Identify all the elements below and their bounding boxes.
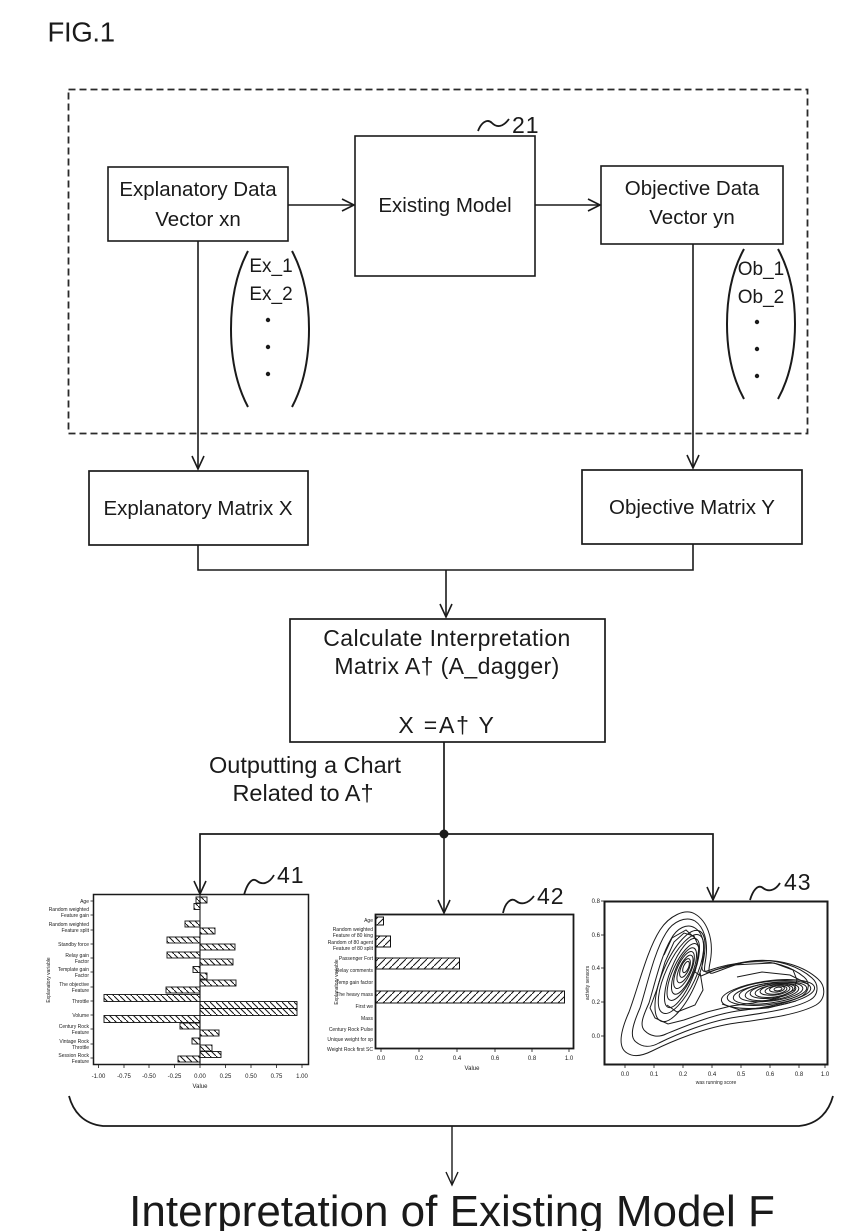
svg-text:0.0: 0.0 xyxy=(621,1072,630,1078)
svg-text:-1.00: -1.00 xyxy=(92,1074,106,1080)
svg-text:Throttle: Throttle xyxy=(72,999,89,1005)
svg-text:Weight Rock first SC: Weight Rock first SC xyxy=(327,1047,373,1053)
svg-text:0.6: 0.6 xyxy=(766,1072,775,1078)
svg-text:-0.25: -0.25 xyxy=(168,1074,182,1080)
svg-text:0.8: 0.8 xyxy=(528,1056,537,1062)
svg-text:Session Rock: Session Rock xyxy=(58,1053,89,1059)
svg-text:0.2: 0.2 xyxy=(679,1072,688,1078)
svg-text:Vector xn: Vector xn xyxy=(155,208,240,231)
svg-text:-0.50: -0.50 xyxy=(142,1074,156,1080)
svg-text:0.2: 0.2 xyxy=(415,1056,424,1062)
svg-text:Ob_2: Ob_2 xyxy=(738,287,784,308)
svg-text:Random weighted: Random weighted xyxy=(49,922,90,928)
svg-text:FIG.1: FIG.1 xyxy=(48,17,115,48)
svg-text:Feature of 80 split: Feature of 80 split xyxy=(333,946,374,952)
svg-text:21: 21 xyxy=(512,112,540,138)
svg-text:Random of 80 agent: Random of 80 agent xyxy=(328,940,374,946)
svg-text:Factor: Factor xyxy=(75,959,90,965)
svg-text:0.4: 0.4 xyxy=(708,1072,717,1078)
svg-text:0.5: 0.5 xyxy=(737,1072,746,1078)
svg-text:Outputting a Chart: Outputting a Chart xyxy=(209,752,401,778)
svg-text:Mass: Mass xyxy=(361,1016,373,1022)
svg-text:Century Rock: Century Rock xyxy=(59,1024,90,1030)
svg-text:Explanatory Data: Explanatory Data xyxy=(119,178,277,201)
svg-text:Age: Age xyxy=(364,918,373,924)
svg-text:Standby force: Standby force xyxy=(58,942,89,948)
svg-text:activity sensors: activity sensors xyxy=(585,965,591,1000)
svg-text:0.4: 0.4 xyxy=(592,966,601,972)
svg-text:Matrix A† (A_dagger): Matrix A† (A_dagger) xyxy=(334,653,559,679)
svg-text:0.25: 0.25 xyxy=(220,1074,232,1080)
svg-text:0.2: 0.2 xyxy=(592,1000,601,1006)
svg-text:Feature: Feature xyxy=(72,988,89,994)
svg-text:1.0: 1.0 xyxy=(565,1056,574,1062)
svg-text:Unique weight for sp: Unique weight for sp xyxy=(327,1037,373,1043)
svg-text:0.00: 0.00 xyxy=(194,1074,206,1080)
svg-text:0.6: 0.6 xyxy=(491,1056,500,1062)
svg-text:0.4: 0.4 xyxy=(453,1056,462,1062)
svg-text:0.0: 0.0 xyxy=(592,1034,601,1040)
svg-text:Passenger Fort: Passenger Fort xyxy=(339,956,374,962)
svg-text:0.8: 0.8 xyxy=(795,1072,804,1078)
svg-text:Vintage Rock: Vintage Rock xyxy=(59,1039,89,1045)
svg-text:Feature: Feature xyxy=(72,1059,89,1065)
svg-text:Relay gain: Relay gain xyxy=(65,953,89,959)
svg-text:Feature gain: Feature gain xyxy=(61,913,89,919)
svg-text:0.8: 0.8 xyxy=(592,899,601,905)
svg-text:Feature: Feature xyxy=(72,1030,89,1036)
svg-text:Ex_2: Ex_2 xyxy=(249,284,292,305)
svg-text:Value: Value xyxy=(465,1066,481,1072)
svg-text:Existing Model: Existing Model xyxy=(378,194,511,217)
svg-text:Vector yn: Vector yn xyxy=(649,206,734,229)
svg-text:1.00: 1.00 xyxy=(296,1074,308,1080)
svg-text:First we: First we xyxy=(356,1004,374,1010)
svg-text:Related to A†: Related to A† xyxy=(232,780,373,806)
svg-text:Calculate Interpretation: Calculate Interpretation xyxy=(323,625,570,651)
svg-text:The heavy mass: The heavy mass xyxy=(336,992,373,998)
svg-text:Value: Value xyxy=(193,1084,209,1090)
svg-text:Explanatory variable: Explanatory variable xyxy=(334,959,340,1005)
svg-text:Feature split: Feature split xyxy=(61,928,89,934)
svg-text:0.75: 0.75 xyxy=(271,1074,283,1080)
svg-text:Objective Data: Objective Data xyxy=(625,177,760,200)
svg-text:Factor: Factor xyxy=(75,973,90,979)
svg-text:Random weighted: Random weighted xyxy=(49,907,90,913)
svg-text:43: 43 xyxy=(784,869,812,895)
svg-text:Random weighted: Random weighted xyxy=(333,927,374,933)
svg-text:Interpretation of Existing Mod: Interpretation of Existing Model F xyxy=(129,1187,775,1231)
svg-text:42: 42 xyxy=(537,883,565,909)
svg-text:was running score: was running score xyxy=(696,1080,737,1086)
svg-text:Template gain: Template gain xyxy=(58,967,89,973)
svg-text:Explanatory variable: Explanatory variable xyxy=(46,957,52,1003)
svg-text:-0.75: -0.75 xyxy=(117,1074,131,1080)
svg-text:Temp gain factor: Temp gain factor xyxy=(336,980,373,986)
svg-text:0.6: 0.6 xyxy=(592,933,601,939)
svg-text:0.0: 0.0 xyxy=(377,1056,386,1062)
svg-text:Throttle: Throttle xyxy=(72,1045,89,1051)
svg-text:X =A† Y: X =A† Y xyxy=(398,712,495,738)
svg-text:41: 41 xyxy=(277,862,305,888)
svg-text:Objective Matrix Y: Objective Matrix Y xyxy=(609,496,775,519)
svg-text:Century Rock Pulse: Century Rock Pulse xyxy=(329,1027,373,1033)
svg-text:Ex_1: Ex_1 xyxy=(249,256,292,277)
svg-text:Feature of 80 king: Feature of 80 king xyxy=(333,933,374,939)
svg-text:1.0: 1.0 xyxy=(821,1072,830,1078)
svg-text:0.1: 0.1 xyxy=(650,1072,659,1078)
svg-text:Age: Age xyxy=(80,899,89,905)
svg-text:0.50: 0.50 xyxy=(245,1074,257,1080)
svg-text:The objective: The objective xyxy=(59,982,89,988)
svg-text:Volume: Volume xyxy=(72,1013,89,1019)
svg-text:Ob_1: Ob_1 xyxy=(738,259,784,280)
svg-text:Explanatory Matrix X: Explanatory Matrix X xyxy=(103,497,292,520)
svg-text:Relay comments: Relay comments xyxy=(336,968,374,974)
